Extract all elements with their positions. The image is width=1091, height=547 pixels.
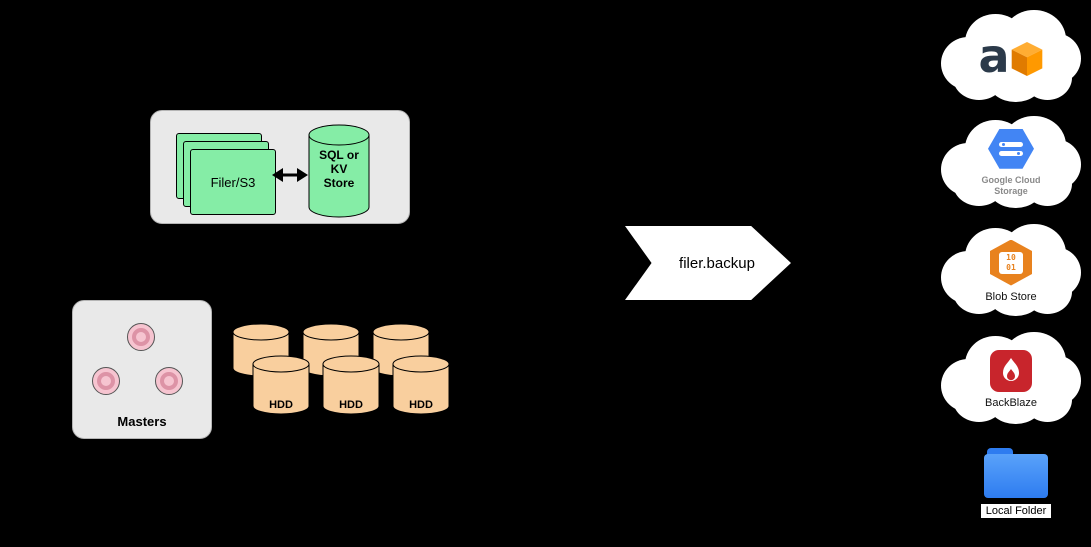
aws-logo-icon: a (978, 29, 1043, 84)
blob-store-label: Blob Store (985, 290, 1037, 303)
blob-binary-line: 01 (1006, 262, 1016, 272)
hdd-label: HDD (409, 399, 433, 411)
master-node-icon (127, 323, 155, 351)
cloud-puff (1023, 268, 1072, 314)
bidirectional-arrow-icon (272, 164, 308, 191)
folder-icon (984, 448, 1048, 500)
filer-backup-label: filer.backup (679, 254, 755, 272)
blob-binary-line: 10 (1006, 253, 1016, 263)
cloud-google-cloud-storage: Google Cloud Storage (935, 112, 1087, 214)
cloud-puff (1023, 160, 1072, 206)
aws-a-letter: a (978, 29, 1010, 84)
backblaze-flame-icon (990, 349, 1032, 392)
sql-kv-store-cylinder: SQL or KV Store (308, 124, 370, 218)
hdd-label: HDD (269, 399, 293, 411)
gcs-bar-icon (999, 150, 1023, 156)
gcs-bar-icon (999, 141, 1023, 147)
hdd-label: HDD (339, 399, 363, 411)
master-node-icon (155, 367, 183, 395)
cloud-blob-store: 10 01 Blob Store (935, 220, 1087, 322)
masters-panel: Masters (72, 300, 212, 439)
local-folder-group: Local Folder (960, 448, 1072, 519)
binary-hexagon-icon: 10 01 (990, 239, 1032, 286)
gcs-label: Google Cloud Storage (981, 174, 1041, 196)
cloud-amazon-s3: a (935, 6, 1087, 108)
sql-kv-store-label: SQL or KV Store (319, 148, 359, 190)
folder-body (984, 454, 1048, 498)
filer-backup-banner: filer.backup (625, 226, 791, 300)
backblaze-label: BackBlaze (985, 396, 1037, 409)
hdd-cylinder: HDD (322, 355, 380, 420)
gcs-hexagon-icon (988, 128, 1034, 169)
filer-s3-label: Filer/S3 (210, 174, 256, 190)
filer-s3-stack-front: Filer/S3 (190, 149, 276, 215)
hdd-cylinder: HDD (252, 355, 310, 420)
cloud-backblaze: BackBlaze (935, 328, 1087, 430)
masters-label: Masters (117, 414, 167, 429)
hdd-cylinder: HDD (392, 355, 450, 420)
aws-cube-icon (1011, 41, 1042, 76)
local-folder-label: Local Folder (980, 504, 1052, 518)
master-node-icon (92, 367, 120, 395)
